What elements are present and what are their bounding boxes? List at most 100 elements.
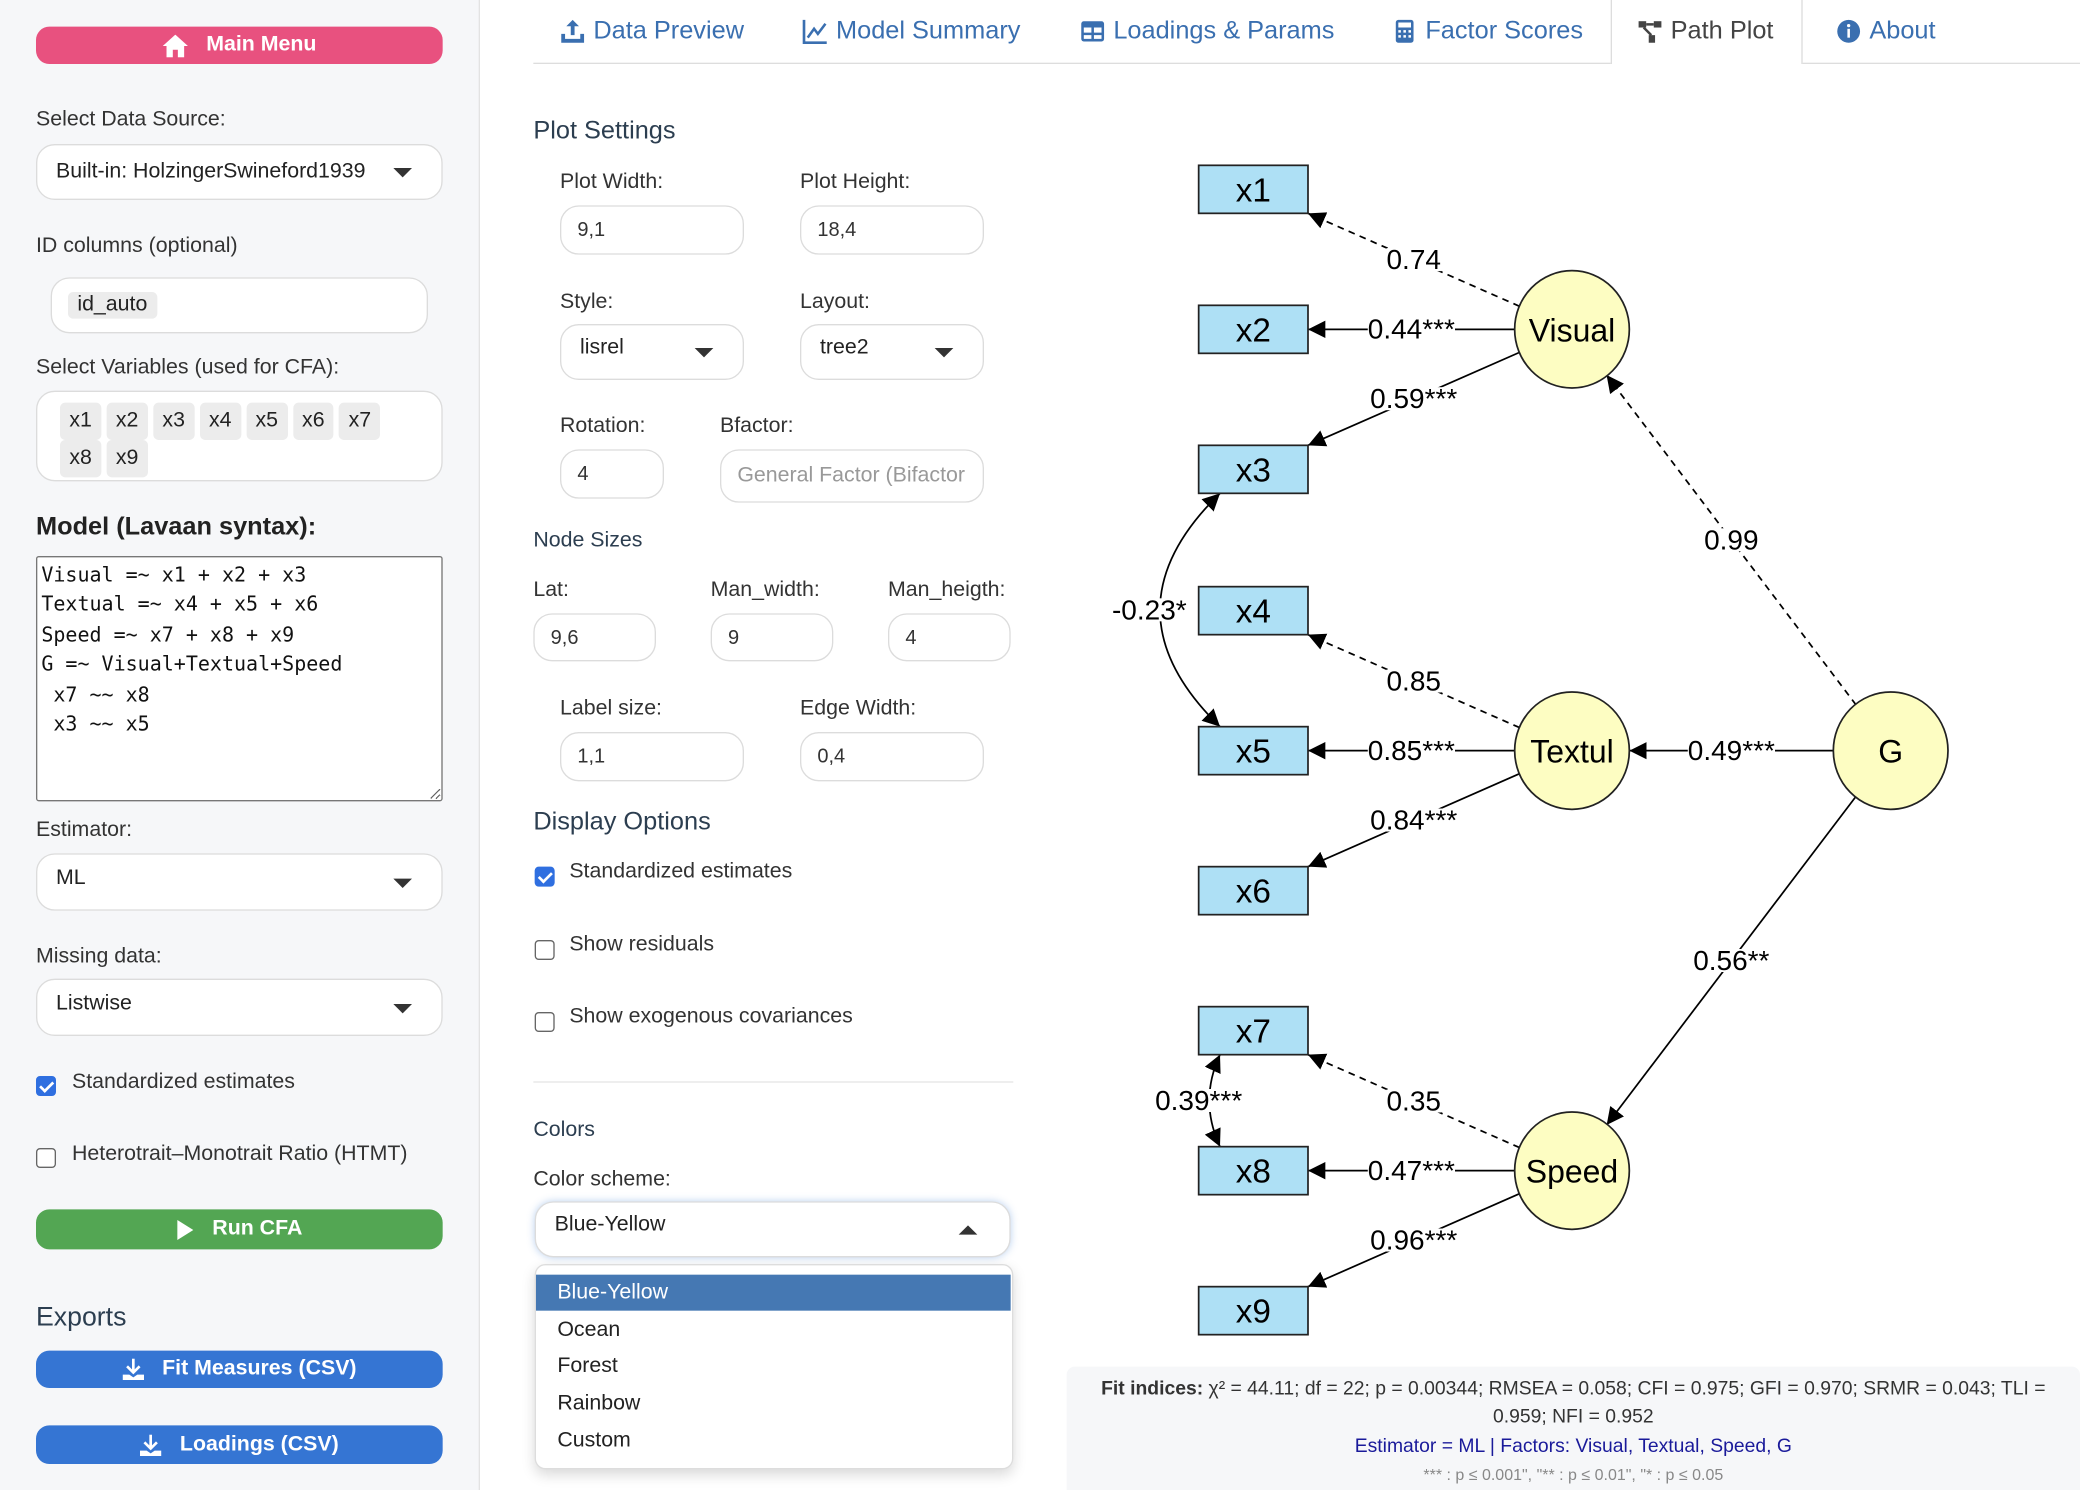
latent-ellipse xyxy=(1832,691,1949,811)
loadings-csv-button[interactable]: Loadings (CSV) xyxy=(35,1425,443,1464)
variable-chip[interactable]: x1 xyxy=(59,402,102,440)
node-x8[interactable]: x8 xyxy=(1197,1145,1309,1196)
manifest-box xyxy=(1197,585,1309,636)
tab-about[interactable]: About xyxy=(1836,0,1936,63)
data-source-value: Built-in: HolzingerSwineford1939 xyxy=(55,159,366,183)
rotation-input[interactable]: 4 xyxy=(559,449,664,499)
htmt-checkbox[interactable] xyxy=(35,1147,56,1168)
node-x6[interactable]: x6 xyxy=(1197,865,1309,916)
bfactor-input[interactable]: General Factor (Bifactor xyxy=(719,449,984,503)
manifest-box xyxy=(1197,1285,1309,1336)
standardized-checkbox[interactable] xyxy=(35,1075,56,1096)
model-syntax-textarea[interactable]: Visual =~ x1 + x2 + x3 Textual =~ x4 + x… xyxy=(35,555,443,802)
variable-chip[interactable]: x3 xyxy=(153,402,195,440)
edge-label: 0.84*** xyxy=(1370,805,1457,836)
node-G[interactable]: G xyxy=(1832,691,1949,811)
tab-label: About xyxy=(1869,16,1936,45)
layout-label: Layout: xyxy=(799,290,870,314)
variable-chip[interactable]: x9 xyxy=(106,439,148,478)
node-Visual[interactable]: Visual xyxy=(1513,269,1631,389)
color-scheme-select[interactable]: Blue-Yellow xyxy=(534,1201,1011,1258)
edge-width-label: Edge Width: xyxy=(799,697,917,720)
node-label: x6 xyxy=(1236,874,1271,911)
fit-measures-csv-button[interactable]: Fit Measures (CSV) xyxy=(35,1350,443,1388)
dropdown-option-forest[interactable]: Forest xyxy=(557,1353,618,1377)
data-source-select[interactable]: Built-in: HolzingerSwineford1939 xyxy=(35,143,443,200)
edge-Textual-x4 xyxy=(1307,633,1520,729)
node-x2[interactable]: x2 xyxy=(1197,304,1309,355)
chevron-down-icon xyxy=(694,347,714,358)
estimator-select[interactable]: ML xyxy=(35,853,443,911)
plot-height-input[interactable]: 18,4 xyxy=(799,205,984,255)
significance-legend: *** : p ≤ 0.001", "** : p ≤ 0.01", "* : … xyxy=(1423,1465,1724,1484)
id-columns-input[interactable]: id_auto xyxy=(50,277,428,334)
id-columns-label: ID columns (optional) xyxy=(35,234,238,258)
variable-chip[interactable]: x4 xyxy=(199,402,241,440)
latent-ellipse xyxy=(1513,1111,1631,1231)
id-chip[interactable]: id_auto xyxy=(67,291,157,319)
dropdown-option-custom[interactable]: Custom xyxy=(557,1428,631,1452)
style-select[interactable]: lisrel xyxy=(559,323,744,380)
node-sizes-heading: Node Sizes xyxy=(533,529,643,552)
chevron-down-icon xyxy=(934,347,954,358)
edge-width-input[interactable]: 0,4 xyxy=(799,731,984,782)
show-residuals-label: Show residuals xyxy=(569,933,714,956)
color-scheme-dropdown: Blue-Yellow Ocean Forest Rainbow Custom xyxy=(534,1263,1014,1470)
run-cfa-button[interactable]: Run CFA xyxy=(35,1209,443,1250)
tab-loadings-params[interactable]: Loadings & Params xyxy=(1080,0,1334,63)
missing-data-select[interactable]: Listwise xyxy=(35,978,443,1036)
main-menu-button[interactable]: Main Menu xyxy=(35,26,443,64)
show-exogenous-covariances-checkbox[interactable] xyxy=(534,1011,555,1032)
tab-data-preview[interactable]: Data Preview xyxy=(560,0,744,63)
tab-divider xyxy=(533,62,2080,64)
man-width-input[interactable]: 9 xyxy=(710,613,834,662)
estimator-value: ML xyxy=(55,865,86,889)
label-size-input[interactable]: 1,1 xyxy=(559,731,744,782)
layout-select[interactable]: tree2 xyxy=(799,323,984,380)
node-label: x9 xyxy=(1236,1294,1271,1331)
manifest-box xyxy=(1197,444,1309,495)
node-x9[interactable]: x9 xyxy=(1197,1285,1309,1336)
man-width-label: Man_width: xyxy=(710,578,820,602)
edge-label: 0.47*** xyxy=(1368,1155,1455,1186)
display-options-heading: Display Options xyxy=(533,807,711,836)
node-x1[interactable]: x1 xyxy=(1197,164,1309,215)
node-x5[interactable]: x5 xyxy=(1197,725,1309,776)
variable-chip[interactable]: x7 xyxy=(339,402,381,440)
variable-chip[interactable]: x8 xyxy=(59,439,102,478)
tab-label: Loadings & Params xyxy=(1113,16,1335,45)
tab-path-plot[interactable]: Path Plot xyxy=(1637,0,1773,63)
chevron-down-icon xyxy=(393,877,412,888)
node-x4[interactable]: x4 xyxy=(1197,585,1309,636)
man-height-input[interactable]: 4 xyxy=(887,613,1011,662)
tab-factor-scores[interactable]: Factor Scores xyxy=(1392,0,1583,63)
variable-chip[interactable]: x6 xyxy=(292,402,334,440)
edge-label: -0.23* xyxy=(1112,594,1187,625)
standardized-estimates-label: Standardized estimates xyxy=(569,859,793,883)
node-label: x5 xyxy=(1236,734,1271,771)
variable-chip[interactable]: x2 xyxy=(106,402,148,440)
edge-label: 0.44*** xyxy=(1368,314,1455,345)
edge-label-bg xyxy=(1370,1228,1458,1252)
tab-model-summary[interactable]: Model Summary xyxy=(802,0,1020,63)
lat-input[interactable]: 9,6 xyxy=(533,613,656,662)
colors-heading: Colors xyxy=(533,1118,595,1142)
edge-Visual-x1 xyxy=(1307,212,1520,308)
node-label: x4 xyxy=(1236,594,1271,631)
node-label: x8 xyxy=(1236,1154,1271,1191)
edge-label-bg xyxy=(1386,669,1441,693)
variable-chip[interactable]: x5 xyxy=(246,402,288,440)
bfactor-label: Bfactor: xyxy=(719,414,794,438)
dropdown-option-blue-yellow[interactable]: Blue-Yellow xyxy=(535,1274,1011,1311)
node-x7[interactable]: x7 xyxy=(1197,1005,1309,1056)
dropdown-option-rainbow[interactable]: Rainbow xyxy=(557,1391,641,1414)
node-x3[interactable]: x3 xyxy=(1197,444,1309,495)
node-Speed[interactable]: Speed xyxy=(1513,1111,1631,1231)
node-Textual[interactable]: Textul xyxy=(1513,691,1631,811)
fit-indices-title: Fit indices: xyxy=(1101,1378,1204,1400)
standardized-estimates-checkbox[interactable] xyxy=(534,866,555,887)
dropdown-option-ocean[interactable]: Ocean xyxy=(557,1317,621,1341)
show-residuals-checkbox[interactable] xyxy=(534,939,555,960)
plot-width-input[interactable]: 9,1 xyxy=(559,205,744,255)
